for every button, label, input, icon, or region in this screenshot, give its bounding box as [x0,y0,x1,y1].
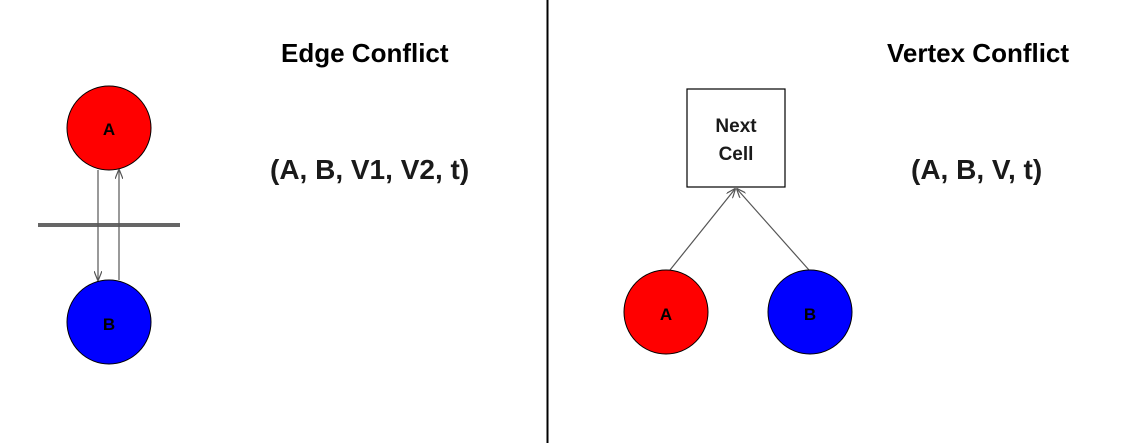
edge-agent-b-label: B [103,315,115,334]
vertex-agent-b-node [767,269,853,355]
edge-conflict-title: Edge Conflict [281,38,449,68]
vertex-agent-b-label: B [804,305,816,324]
edge-agent-a-label: A [103,120,115,139]
vertex-agent-a-node [623,269,709,355]
arrow-b-to-cell [737,189,810,271]
edge-agent-a-node [66,85,152,171]
next-cell-label-line2: Cell [719,144,754,165]
next-cell-box [686,88,786,188]
edge-agent-b-node [66,279,152,365]
next-cell-label-line1: Next [715,116,757,137]
edge-conflict-tuple: (A, B, V1, V2, t) [270,154,470,185]
vertex-agent-a-label: A [660,305,672,324]
arrow-a-to-cell [669,189,735,271]
vertex-conflict-tuple: (A, B, V, t) [911,154,1043,185]
vertex-conflict-title: Vertex Conflict [887,38,1070,68]
